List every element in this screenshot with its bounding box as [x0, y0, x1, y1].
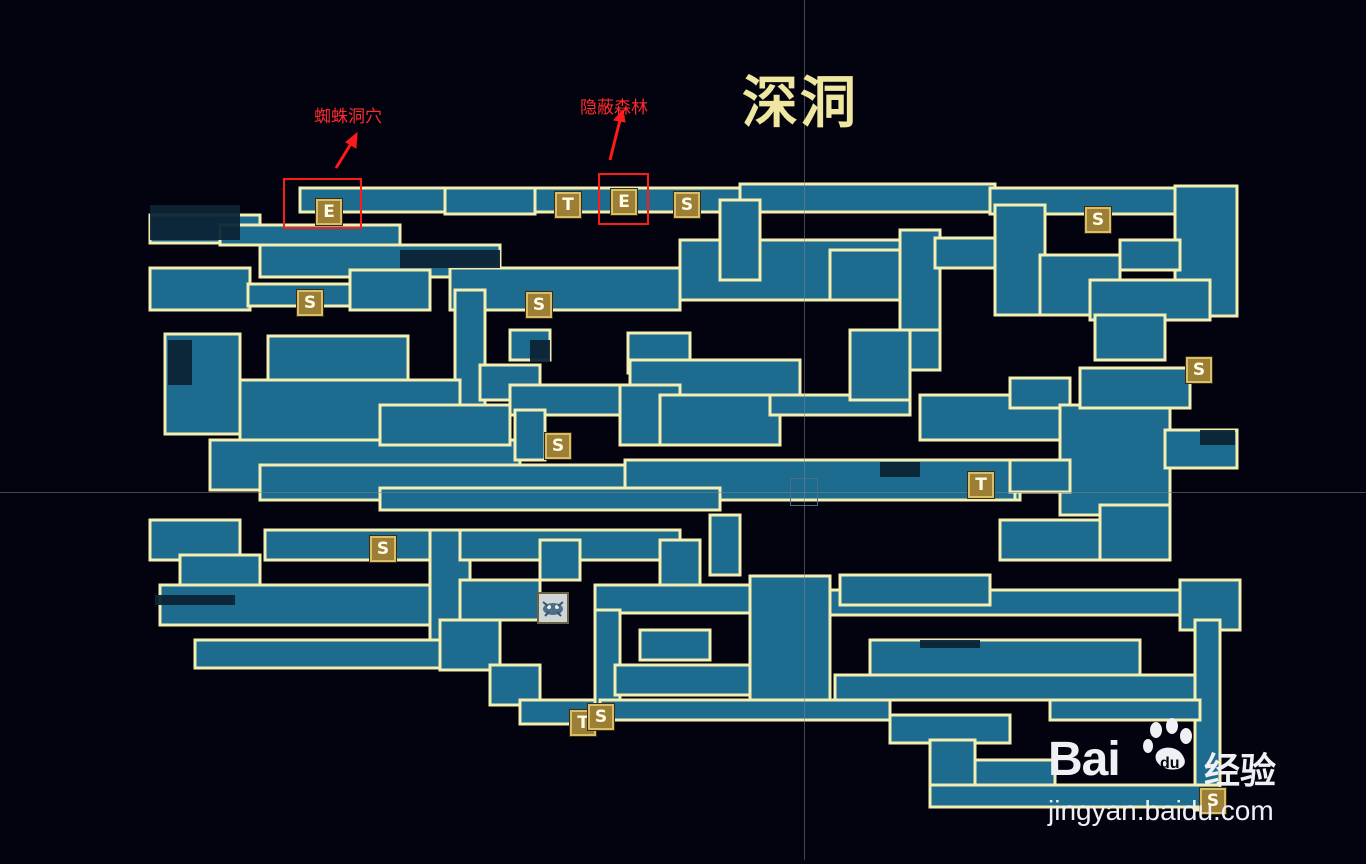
save-marker[interactable]: S — [1200, 788, 1226, 814]
map-room — [348, 268, 432, 312]
teleport-marker[interactable]: T — [555, 192, 581, 218]
map-room — [488, 663, 542, 707]
map-room — [443, 186, 537, 216]
map-room — [1088, 278, 1212, 322]
map-room — [908, 328, 942, 372]
map-room — [1118, 238, 1182, 272]
map-room — [513, 408, 547, 462]
map-room — [593, 583, 752, 615]
paw-logo-icon: du — [1143, 718, 1192, 772]
crosshair-vertical — [804, 0, 805, 860]
boss-skull-icon[interactable] — [537, 592, 569, 624]
map-room — [998, 518, 1102, 562]
map-room — [748, 574, 832, 718]
map-room — [1008, 376, 1072, 410]
map-room — [378, 486, 722, 512]
map-room — [1058, 403, 1172, 517]
map-room — [448, 266, 682, 312]
map-room — [868, 638, 1142, 677]
map-room — [1048, 698, 1202, 722]
save-marker[interactable]: S — [1186, 357, 1212, 383]
map-room — [438, 618, 502, 672]
watermark-brand-suffix: 经验 — [1204, 750, 1277, 791]
teleport-marker[interactable]: T — [968, 472, 994, 498]
annotation-hidden-forest-label: 隐蔽森林 — [580, 98, 648, 118]
map-title: 深洞 — [742, 70, 858, 136]
save-marker[interactable]: S — [545, 433, 571, 459]
save-marker[interactable]: S — [588, 704, 614, 730]
annotation-spider-cave-label: 蜘蛛洞穴 — [314, 107, 382, 127]
exit-marker-spider-cave[interactable]: E — [316, 199, 342, 225]
watermark-brand: Bai — [1048, 733, 1121, 786]
save-marker[interactable]: S — [370, 536, 396, 562]
exit-marker-hidden-forest[interactable]: E — [611, 189, 637, 215]
annotation-hidden-forest-box — [598, 173, 649, 225]
map-room — [658, 393, 782, 447]
map-room — [1093, 313, 1167, 362]
map-room — [838, 573, 992, 607]
save-marker[interactable]: S — [674, 192, 700, 218]
map-room — [738, 182, 997, 214]
svg-text:du: du — [1160, 755, 1180, 772]
annotation-spider-cave-box — [283, 178, 362, 229]
map-room — [638, 628, 712, 662]
crosshair-center — [790, 478, 818, 506]
save-marker[interactable]: S — [1085, 207, 1111, 233]
map-room — [538, 538, 582, 582]
save-marker[interactable]: S — [297, 290, 323, 316]
watermark-url: jingyan.baidu.com — [1048, 795, 1274, 826]
map-room — [266, 334, 410, 388]
crosshair-horizontal — [0, 492, 1366, 493]
map-room — [148, 266, 252, 312]
map-room — [718, 198, 762, 282]
map-room — [993, 203, 1047, 317]
map-room — [378, 403, 512, 447]
map-room — [888, 713, 1012, 745]
save-marker[interactable]: S — [526, 292, 552, 318]
map-room — [708, 513, 742, 577]
map-room — [1078, 366, 1192, 410]
